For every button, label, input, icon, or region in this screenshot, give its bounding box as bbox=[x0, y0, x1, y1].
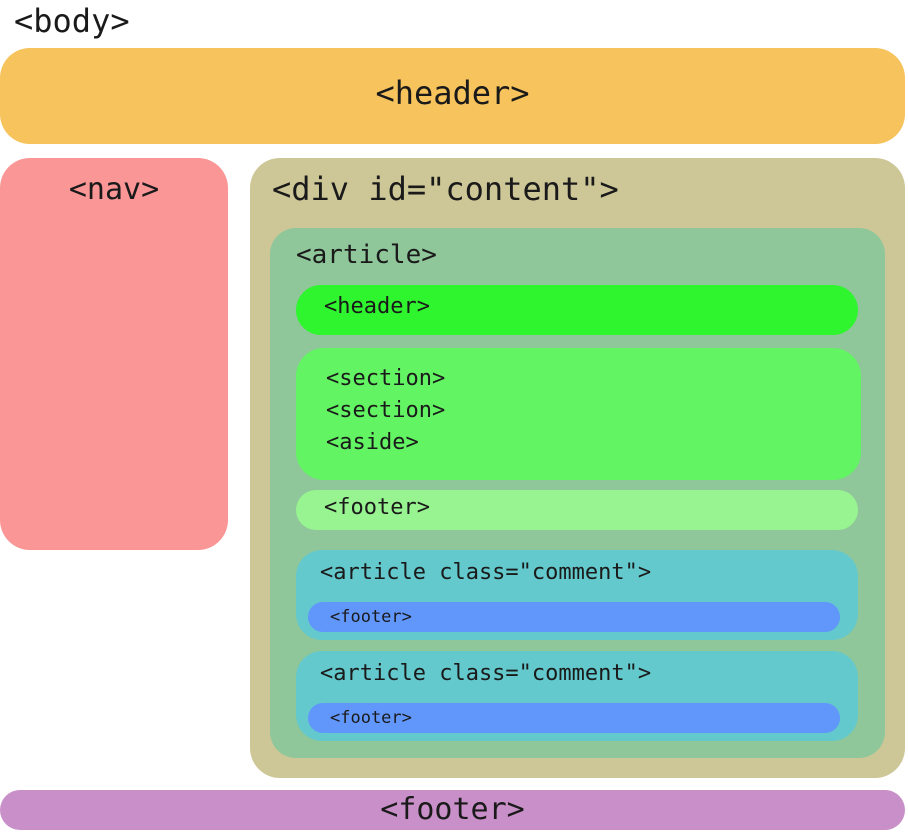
section-label: <section> bbox=[326, 366, 446, 391]
content-box: <div id="content"> <article> <header> <s… bbox=[250, 158, 905, 778]
comment-article-label: <article class="comment"> bbox=[320, 560, 652, 585]
article-box: <article> <header> <section> <section> <… bbox=[270, 228, 885, 758]
page-header-label: <header> bbox=[375, 74, 530, 112]
article-footer-label: <footer> bbox=[324, 495, 430, 520]
content-label: <div id="content"> bbox=[272, 170, 619, 208]
body-label: <body> bbox=[14, 2, 130, 40]
section-label: <section> bbox=[326, 398, 446, 423]
comment-footer-label: <footer> bbox=[330, 607, 412, 627]
article-header-box: <header> bbox=[296, 285, 858, 335]
page-header-box: <header> bbox=[0, 48, 905, 144]
article-body-box: <section> <section> <aside> bbox=[296, 348, 861, 480]
page-footer-box: <footer> bbox=[0, 790, 905, 830]
comment-article-box: <article class="comment"> <footer> bbox=[296, 651, 858, 741]
comment-article-box: <article class="comment"> <footer> bbox=[296, 550, 858, 640]
nav-box: <nav> bbox=[0, 158, 228, 550]
comment-footer-box: <footer> bbox=[308, 703, 840, 733]
aside-label: <aside> bbox=[326, 430, 419, 455]
comment-footer-box: <footer> bbox=[308, 602, 840, 632]
article-label: <article> bbox=[296, 240, 437, 270]
comment-footer-label: <footer> bbox=[330, 708, 412, 728]
page-footer-label: <footer> bbox=[380, 792, 525, 827]
article-header-label: <header> bbox=[324, 294, 430, 319]
comment-article-label: <article class="comment"> bbox=[320, 661, 652, 686]
article-footer-box: <footer> bbox=[296, 490, 858, 530]
nav-label: <nav> bbox=[68, 172, 160, 207]
